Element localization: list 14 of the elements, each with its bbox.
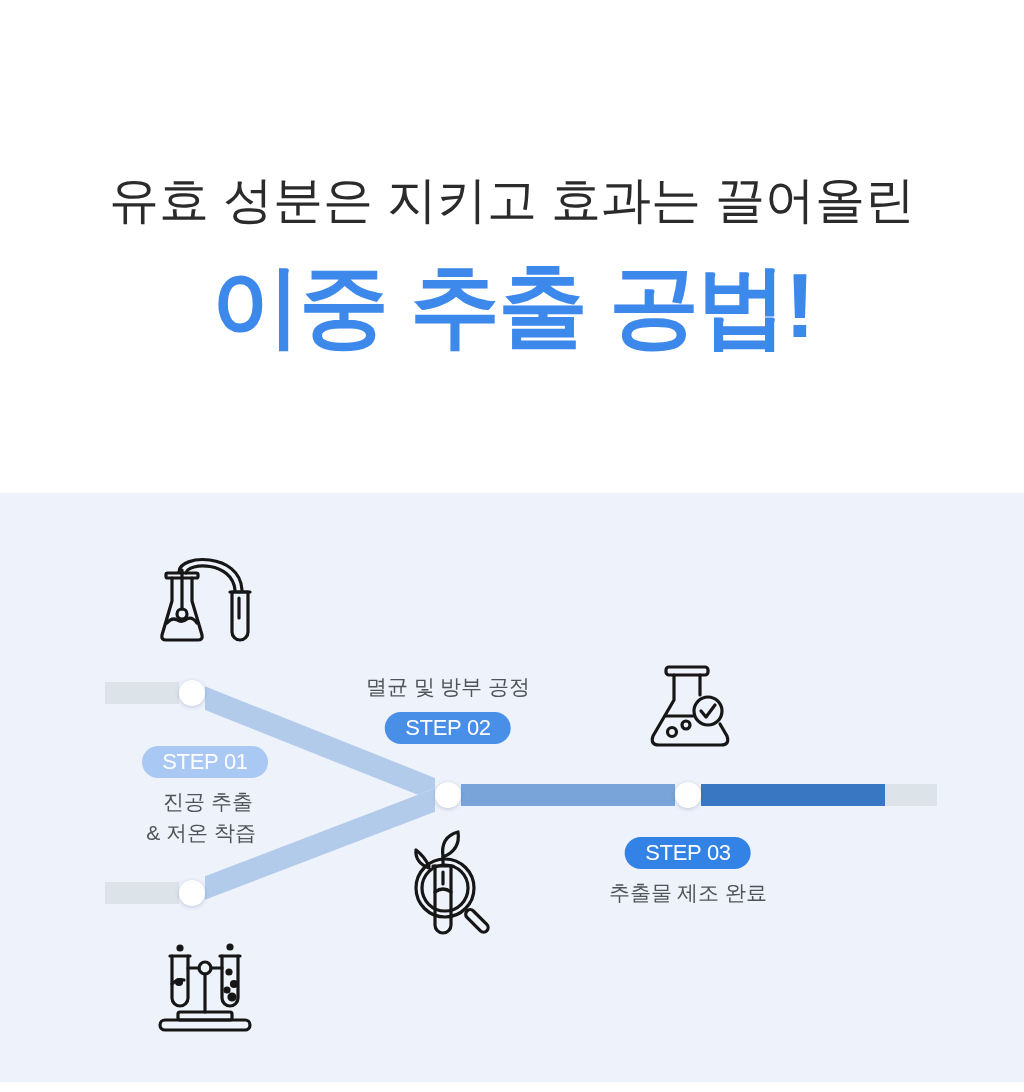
track-line — [701, 784, 885, 806]
step-caption: 진공 추출 & 저온 착즙 — [145, 789, 257, 846]
step-tag: STEP 01 — [142, 746, 268, 778]
track-line — [461, 784, 675, 806]
step-caption: 추출물 제조 완료 — [608, 880, 768, 906]
headline: 이중 추출 공법! — [211, 255, 813, 359]
track-line — [105, 682, 179, 704]
step-tag: STEP 03 — [625, 837, 751, 869]
track-line — [205, 788, 435, 900]
step-caption: 멸균 및 방부 공정 — [365, 674, 531, 700]
step-tag: STEP 02 — [385, 712, 511, 744]
track-line — [205, 686, 435, 795]
subheading: 유효 성분은 지키고 효과는 끌어올린 — [109, 172, 915, 230]
track-line — [105, 882, 179, 904]
